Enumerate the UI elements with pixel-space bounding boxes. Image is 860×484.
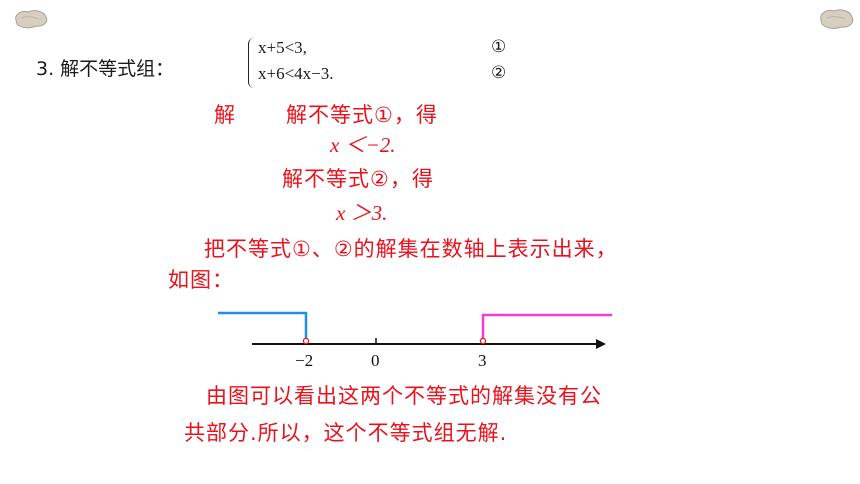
left-solution-ray <box>218 311 308 340</box>
problem-label: 3. 解不等式组： <box>36 58 175 80</box>
tick-label-0: 0 <box>371 351 380 370</box>
stone-decoration-right-icon <box>820 9 854 29</box>
stone-decoration-left-icon <box>15 10 48 29</box>
system-brace <box>248 38 255 88</box>
solution-step-3-line-1: 把不等式①、②的解集在数轴上表示出来， <box>204 237 618 261</box>
open-point-3 <box>479 337 487 345</box>
inequality-1: x+5<3, <box>258 38 307 57</box>
number-line-arrow-icon <box>596 339 606 349</box>
inequality-2-marker: ② <box>491 63 507 83</box>
conclusion-line-1: 由图可以看出这两个不等式的解集没有公 <box>206 384 602 408</box>
solution-result-2: x ＞3. <box>336 201 388 225</box>
solution-step-3-line-2: 如图： <box>168 268 234 292</box>
open-point-minus-2 <box>302 337 310 345</box>
inequality-1-marker: ① <box>491 37 507 57</box>
number-line: −2 0 3 <box>218 311 612 370</box>
inequality-2: x+6<4x−3. <box>258 64 334 83</box>
solution-step-1: 解不等式①，得 <box>286 103 438 127</box>
solution-result-1: x ＜−2. <box>330 133 396 157</box>
conclusion-line-2: 共部分.所以，这个不等式组无解. <box>184 421 508 445</box>
right-solution-ray <box>481 313 612 340</box>
tick-label-3: 3 <box>478 351 487 370</box>
solution-step-2: 解不等式②，得 <box>282 167 434 191</box>
tick-label-minus-2: −2 <box>295 351 313 370</box>
solution-label: 解 <box>214 103 236 127</box>
